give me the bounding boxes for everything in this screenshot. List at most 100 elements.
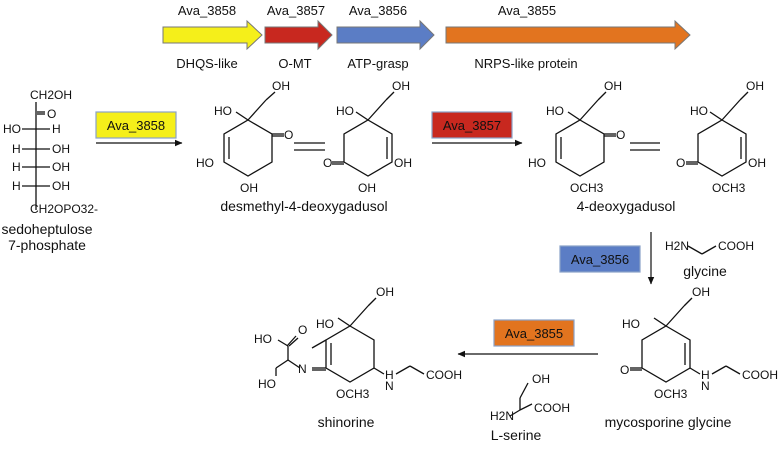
atom-label: H	[385, 368, 394, 382]
atom-label: OCH3	[654, 387, 688, 401]
atom-label: HO	[622, 317, 640, 331]
desmethyl-deoxygadusol-tautomer-b: OH HO O OH OH	[323, 79, 412, 195]
gene-label: Ava_3857	[267, 3, 325, 18]
atom-label: O	[620, 363, 629, 377]
atom-label: O	[676, 156, 685, 170]
atom-label: H2N	[490, 409, 514, 423]
enzyme-box	[95, 111, 177, 139]
atom-label: N	[298, 362, 307, 376]
gene-description: O-MT	[278, 56, 311, 71]
atom-label: O	[616, 128, 625, 142]
atom-label: H	[52, 122, 61, 136]
atom-label: CH2OPO32-	[30, 202, 98, 216]
gene-arrow-shape	[445, 19, 691, 51]
atom-label: H	[12, 142, 21, 156]
compound-name: shinorine	[318, 414, 375, 430]
atom-label: H	[701, 368, 710, 382]
atom-label: HO	[196, 156, 214, 170]
atom-label: O	[323, 156, 332, 170]
atom-label: HO	[528, 156, 546, 170]
atom-label: COOH	[718, 239, 754, 253]
reaction-step-ava-3855: Ava_3855	[457, 319, 598, 358]
gene-arrow-ava-3857: Ava_3857 O-MT	[264, 3, 333, 71]
gene-arrow-ava-3856: Ava_3856 ATP-grasp	[336, 3, 435, 71]
equilibrium-arrows	[630, 142, 660, 151]
gene-cluster: Ava_3858 DHQS-like Ava_3857 O-MT Ava_385…	[162, 3, 691, 71]
gene-arrow-shape	[264, 19, 333, 51]
atom-label: HO	[316, 317, 334, 331]
equilibrium-arrows	[294, 142, 325, 151]
atom-label: OH	[272, 79, 290, 93]
atom-label: OH	[692, 285, 710, 299]
gene-arrow-ava-3858: Ava_3858 DHQS-like	[162, 3, 263, 71]
atom-label: COOH	[534, 401, 570, 415]
atom-label: HO	[690, 104, 708, 118]
compound-name: desmethyl-4-deoxygadusol	[220, 198, 387, 214]
atom-label: CH2OH	[30, 88, 72, 102]
atom-label: O	[47, 107, 56, 121]
compound-name: sedoheptulose	[1, 221, 92, 237]
reaction-step-ava-3858: Ava_3858	[95, 111, 183, 147]
gene-description: NRPS-like protein	[474, 56, 577, 71]
l-serine-structure: OH H2N COOH L-serine	[490, 372, 570, 443]
atom-label: O	[284, 128, 293, 142]
reaction-step-ava-3857: Ava_3857	[431, 111, 523, 147]
atom-label: H	[12, 160, 21, 174]
atom-label: HO	[336, 104, 354, 118]
atom-label: OH	[392, 79, 410, 93]
atom-label: HO	[3, 122, 21, 136]
reaction-step-ava-3856: Ava_3856	[559, 232, 655, 285]
gene-label: Ava_3855	[498, 3, 556, 18]
atom-label: N	[701, 379, 710, 393]
atom-label: OH	[376, 285, 394, 299]
enzyme-label: Ava_3855	[505, 326, 563, 341]
atom-label: OH	[52, 179, 70, 193]
gene-label: Ava_3856	[349, 3, 407, 18]
atom-label: OH	[358, 181, 376, 195]
atom-label: HO	[546, 104, 564, 118]
atom-label: OH	[52, 160, 70, 174]
atom-label: OCH3	[570, 181, 604, 195]
glycine-structure: H2N COOH glycine	[665, 239, 754, 279]
atom-label: HO	[214, 104, 232, 118]
enzyme-label: Ava_3857	[443, 118, 501, 133]
gene-arrow-shape	[336, 19, 435, 51]
atom-label: OH	[604, 79, 622, 93]
atom-label: HO	[254, 332, 272, 346]
atom-label: OCH3	[712, 181, 746, 195]
sedoheptulose-7-phosphate: CH2OH O HO H H OH H OH H OH CH2OPO32- se…	[1, 88, 98, 253]
mycosporine-glycine-structure: OH HO O H N COOH OCH3 mycosporine glycin…	[605, 285, 778, 430]
atom-label: HO	[258, 377, 276, 391]
enzyme-box	[559, 245, 641, 273]
shinorine-structure: OH HO N H N COOH OCH3 O HO HO shinorine	[254, 285, 462, 430]
atom-label: N	[385, 379, 394, 393]
gene-label: Ava_3858	[178, 3, 236, 18]
atom-label: COOH	[426, 368, 462, 382]
compound-name: mycosporine glycine	[605, 414, 732, 430]
enzyme-box	[493, 319, 575, 347]
gene-arrow-ava-3855: Ava_3855 NRPS-like protein	[445, 3, 691, 71]
compound-name: glycine	[683, 263, 727, 279]
atom-label: OH	[394, 156, 412, 170]
gene-description: ATP-grasp	[347, 56, 408, 71]
deoxygadusol-tautomer-b: OH HO O OH OCH3	[676, 79, 766, 195]
enzyme-label: Ava_3856	[571, 252, 629, 267]
atom-label: OH	[746, 79, 764, 93]
enzyme-label: Ava_3858	[107, 118, 165, 133]
atom-label: O	[298, 323, 307, 337]
atom-label: H2N	[665, 239, 689, 253]
compound-name: 4-deoxygadusol	[577, 198, 676, 214]
compound-name: 7-phosphate	[8, 237, 86, 253]
atom-label: OH	[52, 142, 70, 156]
atom-label: OCH3	[336, 387, 370, 401]
atom-label: OH	[240, 181, 258, 195]
atom-label: H	[12, 179, 21, 193]
gene-description: DHQS-like	[176, 56, 237, 71]
compound-name: L-serine	[491, 427, 542, 443]
enzyme-box	[431, 111, 513, 139]
deoxygadusol-tautomer-a: OH HO O HO OCH3	[528, 79, 625, 195]
atom-label: COOH	[742, 368, 778, 382]
desmethyl-deoxygadusol-tautomer-a: OH HO O HO OH	[196, 79, 293, 195]
